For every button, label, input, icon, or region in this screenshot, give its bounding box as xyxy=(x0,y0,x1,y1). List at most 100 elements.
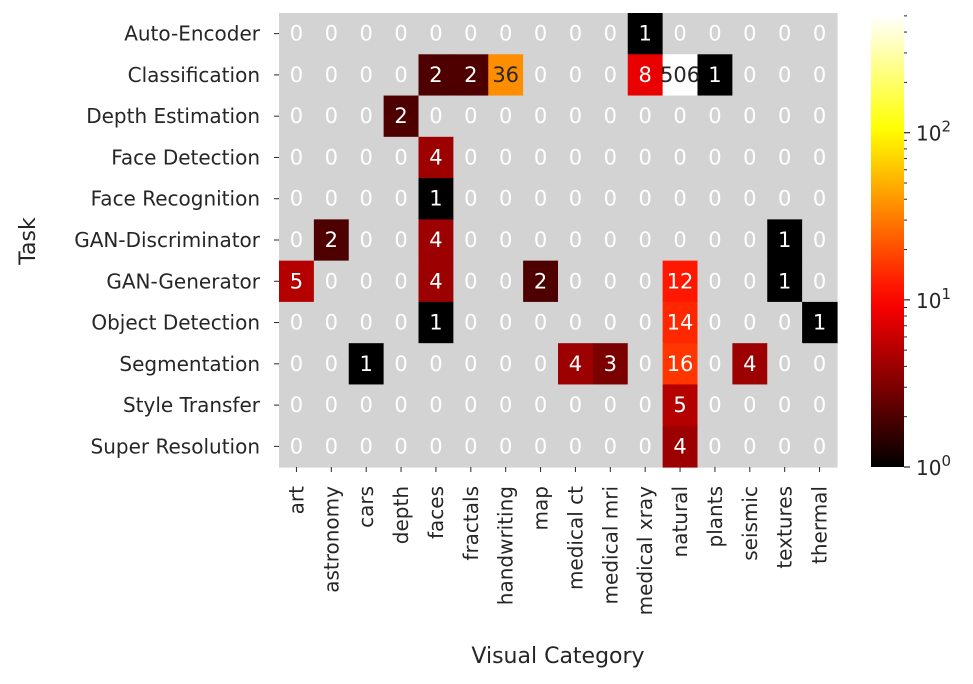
y-tick-label: GAN-Generator xyxy=(106,269,260,293)
heatmap-cell xyxy=(418,260,454,303)
cell-value: 36 xyxy=(492,63,519,87)
cell-value: 0 xyxy=(290,228,303,252)
heatmap-cell xyxy=(523,13,559,55)
cell-value: 0 xyxy=(708,352,721,376)
heatmap-cell xyxy=(453,384,489,427)
heatmap-cell xyxy=(592,343,629,386)
heatmap-cell xyxy=(662,384,699,427)
heatmap-cell xyxy=(592,301,629,344)
heatmap-cell xyxy=(279,219,315,262)
cell-value: 0 xyxy=(604,145,617,169)
cell-value: 16 xyxy=(667,352,694,376)
heatmap-cell xyxy=(802,301,838,344)
heatmap-cell xyxy=(313,219,350,262)
heatmap-cell xyxy=(697,343,733,386)
heatmap-cell xyxy=(279,301,315,344)
heatmap-cell xyxy=(558,260,594,303)
x-tick-label: astronomy xyxy=(319,486,343,593)
heatmap-cell xyxy=(802,425,838,468)
cell-value: 0 xyxy=(778,352,791,376)
cell-value: 0 xyxy=(394,228,407,252)
heatmap-cell xyxy=(592,425,629,468)
heatmap-cell xyxy=(418,384,454,427)
heatmap-cell xyxy=(279,260,315,303)
cell-value: 0 xyxy=(778,104,791,128)
cell-value: 0 xyxy=(394,434,407,458)
cell-value: 2 xyxy=(394,104,407,128)
heatmap-cell xyxy=(802,178,838,220)
heatmap-cell xyxy=(558,219,594,262)
heatmap-cell xyxy=(418,13,454,55)
heatmap-cell xyxy=(279,136,315,179)
y-tick-label: Classification xyxy=(128,63,260,87)
heatmap-cell xyxy=(662,136,699,179)
heatmap-cell xyxy=(383,219,420,262)
cell-value: 0 xyxy=(569,269,582,293)
heatmap-cell xyxy=(488,136,524,179)
cell-value: 4 xyxy=(429,228,442,252)
cell-value: 506 xyxy=(660,63,700,87)
heatmap-cell xyxy=(383,178,420,220)
x-tick-label: medical ct xyxy=(563,486,587,590)
cell-value: 4 xyxy=(673,434,686,458)
cell-value: 0 xyxy=(604,104,617,128)
cell-value: 0 xyxy=(290,393,303,417)
x-tick-label: cars xyxy=(354,486,378,528)
cell-value: 0 xyxy=(639,228,652,252)
cell-value: 0 xyxy=(778,311,791,335)
cell-value: 0 xyxy=(325,352,338,376)
x-tick-label: art xyxy=(284,486,308,514)
heatmap-cell xyxy=(627,343,664,386)
cell-value: 0 xyxy=(569,311,582,335)
heatmap-cell xyxy=(627,178,664,220)
heatmap-cell xyxy=(627,301,664,344)
cell-value: 0 xyxy=(534,393,547,417)
heatmap-cell xyxy=(348,384,385,427)
heatmap-cell xyxy=(523,178,559,220)
cell-value: 0 xyxy=(569,187,582,211)
cell-value: 0 xyxy=(673,187,686,211)
cell-value: 0 xyxy=(639,145,652,169)
cell-value: 0 xyxy=(499,104,512,128)
heatmap-cell xyxy=(802,13,838,55)
cell-value: 0 xyxy=(360,269,373,293)
heatmap-cell xyxy=(697,384,733,427)
cell-value: 0 xyxy=(778,393,791,417)
cell-value: 0 xyxy=(360,393,373,417)
cell-value: 0 xyxy=(290,434,303,458)
cell-value: 0 xyxy=(499,145,512,169)
heatmap-cell xyxy=(453,13,489,55)
colorbar-gradient xyxy=(871,15,904,467)
cell-value: 1 xyxy=(429,311,442,335)
heatmap-cell xyxy=(592,219,629,262)
cell-value: 0 xyxy=(534,434,547,458)
heatmap-cell xyxy=(383,95,420,138)
heatmap-cell xyxy=(453,54,489,97)
heatmap-cell xyxy=(348,54,385,97)
heatmap-cell xyxy=(348,178,385,220)
y-tick-label: Segmentation xyxy=(119,352,260,376)
cell-value: 0 xyxy=(813,269,826,293)
cell-value: 0 xyxy=(360,228,373,252)
heatmap-cell xyxy=(313,54,350,97)
heatmap-cell xyxy=(523,95,559,138)
heatmap-cell xyxy=(802,54,838,97)
heatmap-cell xyxy=(383,301,420,344)
cell-value: 0 xyxy=(464,311,477,335)
heatmap-cell xyxy=(348,13,385,55)
cell-value: 0 xyxy=(673,22,686,46)
heatmap-cells xyxy=(279,13,838,468)
heatmap-cell xyxy=(418,219,454,262)
heatmap-cell xyxy=(488,425,524,468)
heatmap-cell xyxy=(313,95,350,138)
x-tick-label: seismic xyxy=(738,486,762,561)
cell-value: 0 xyxy=(743,22,756,46)
heatmap-cell xyxy=(313,343,350,386)
cell-value: 0 xyxy=(290,22,303,46)
cell-value: 0 xyxy=(604,63,617,87)
heatmap-cell xyxy=(662,425,699,468)
heatmap-cell xyxy=(348,219,385,262)
